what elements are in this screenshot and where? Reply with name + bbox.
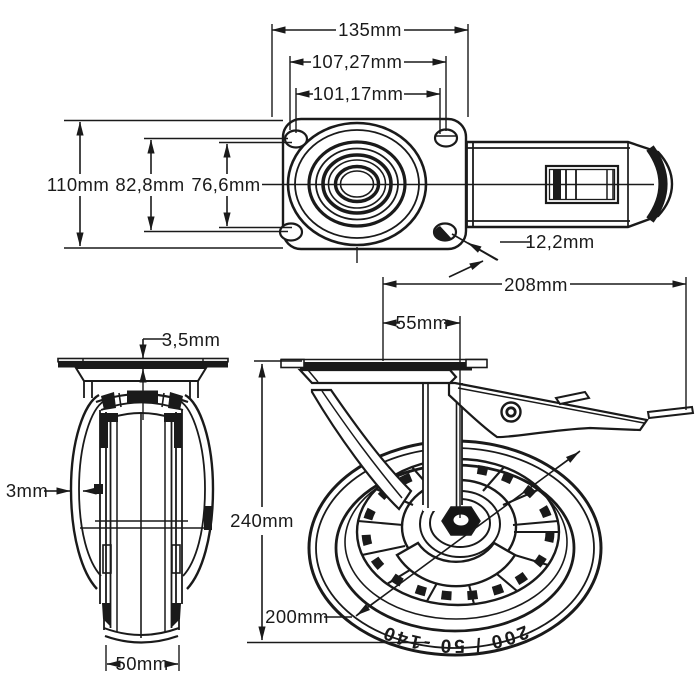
dim-label-plate-thickness: 3,5mm [162,329,221,350]
brake-arm-tab [554,390,591,406]
fork-yoke [395,541,517,588]
dim-label-hole-spacing-inner: 101,17mm [313,83,404,104]
wheel-marking-text: 200 / 50 -140 [379,621,532,656]
fork-shell [69,393,215,590]
hole-shading [434,226,452,241]
dim-label-hole-pitch-inner: 76,6mm [191,174,260,195]
swivel-head-side [297,368,458,385]
tire-shaded-edge [646,145,668,223]
dimensions-layer: 135mm 107,27mm 101,17mm 110mm 82,8mm 76,… [6,19,687,674]
dim-label-total-length: 208mm [504,274,568,295]
dim-label-plate-length: 135mm [338,19,402,40]
swivel-head [74,367,208,382]
dim-label-hole-diameter: 12,2mm [525,231,594,252]
dim-label-wheel-width: 50mm [116,653,169,674]
plate-side [280,358,488,371]
front-view [57,357,229,644]
plate-bar [58,361,228,368]
dim-label-wall-thickness: 3mm [6,480,48,501]
dim-label-swivel-offset: 55mm [396,312,449,333]
dim-label-plate-width: 110mm [47,174,109,195]
axle-hex-nut [441,506,481,536]
wheel-front [80,410,212,644]
brake-arm [447,381,695,439]
brake-pedal [646,405,695,420]
dim-label-wheel-diameter: 200mm [265,606,329,627]
dim-label-hole-pitch: 82,8mm [115,174,184,195]
dim-label-hole-spacing-outer: 107,27mm [312,51,403,72]
tread-top [95,390,189,411]
kingpin-column [422,383,463,511]
dim-label-total-height: 240mm [230,510,294,531]
top-view [262,117,674,263]
